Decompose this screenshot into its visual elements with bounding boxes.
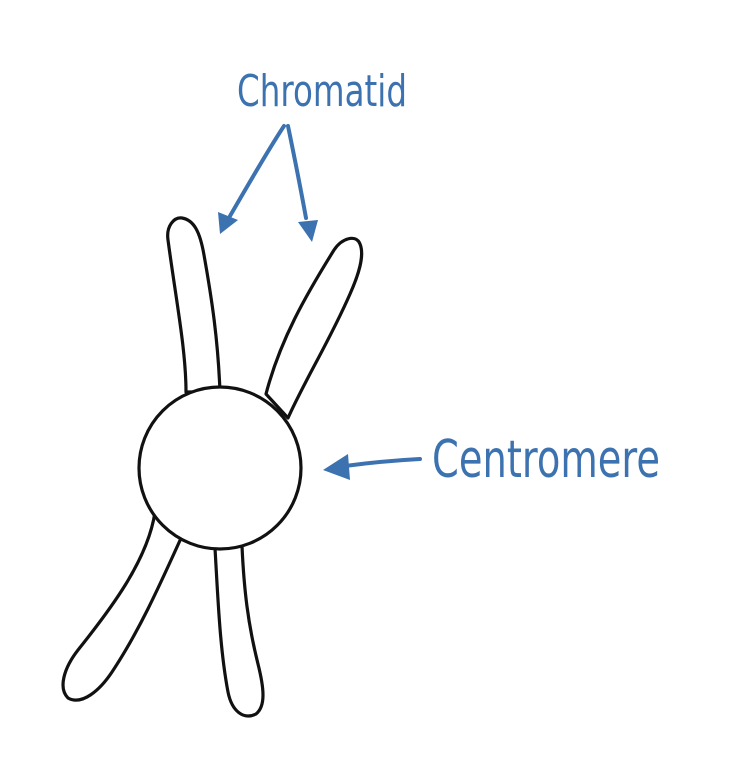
centromere-label: Centromere [432,430,660,490]
chromatid-arm-upper-left [166,216,222,394]
chromatid-arm-lower-left [61,510,184,702]
chromatid-arrow-right [286,124,318,242]
chromatid-arm-upper-right [264,236,364,420]
chromatid-arm-lower-right [213,544,265,718]
chromatid-label: Chromatid [237,66,407,117]
centromere-circle [137,385,303,551]
chromatid-arrow-left [218,124,286,234]
centromere-arrow [323,454,422,480]
